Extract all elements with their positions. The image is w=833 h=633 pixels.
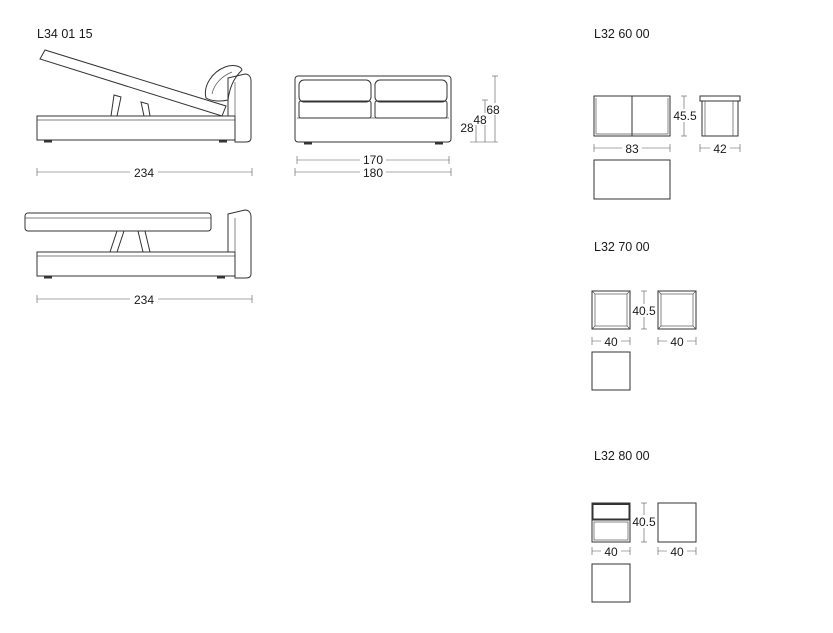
- drawer-unit-height-dimension: 40.5: [631, 502, 657, 543]
- cube-width-dimension: 40: [591, 335, 631, 349]
- pillow: [204, 65, 243, 102]
- drawer-unit-width-dimension: 40: [591, 545, 631, 559]
- table-top-view: [593, 159, 671, 200]
- dim-label-cube-width: 40: [604, 335, 618, 349]
- cube-front-view: [591, 290, 631, 330]
- drawer-unit-side-view: [657, 502, 697, 543]
- lifted-mattress: [39, 49, 227, 117]
- table-side-view: [699, 95, 741, 137]
- drawer-unit-depth-dimension: 40: [657, 545, 697, 559]
- table-top: [699, 95, 741, 102]
- seat-cushion-left: [298, 100, 372, 119]
- drawer-unit-top-view: [591, 563, 631, 603]
- dimension-line-length: 234: [36, 165, 253, 180]
- cube-body: [591, 290, 631, 330]
- sofa-bed-side-view-open: [36, 49, 252, 143]
- sofa-foot: [304, 142, 312, 145]
- bed-foot: [219, 140, 227, 143]
- dim-label-length: 234: [134, 166, 154, 180]
- table-front-view: [593, 95, 671, 137]
- dim-label-table-width: 83: [625, 142, 639, 156]
- table-depth-dimension: 42: [699, 142, 741, 156]
- bed-base: [36, 251, 236, 277]
- cube-height-dimension: 40.5: [631, 290, 657, 330]
- dim-label-drawer-height: 40.5: [632, 515, 656, 529]
- lift-strut: [110, 94, 122, 117]
- dim-label-length-2: 234: [134, 293, 154, 307]
- cube-side-view: [657, 290, 697, 330]
- dim-label-table-height: 45.5: [673, 109, 697, 123]
- drawer-unit-side-body: [657, 502, 697, 543]
- bed-base: [36, 115, 236, 141]
- product-code-drawer-unit: L32 80 00: [594, 449, 650, 463]
- seat-cushion-right: [374, 100, 448, 119]
- drawer-unit-body: [591, 502, 631, 543]
- dim-label-mid-height: 48: [473, 113, 487, 127]
- dim-label-back-height: 68: [486, 103, 500, 117]
- back-cushion-left: [298, 79, 372, 103]
- bed-foot: [217, 276, 225, 279]
- sofa-bed-front-view: [294, 75, 452, 145]
- lift-strut: [137, 230, 151, 253]
- cube-side-body: [657, 290, 697, 330]
- dim-label-table-depth: 42: [713, 142, 727, 156]
- lift-strut: [109, 230, 125, 253]
- drawer-unit-front-view: [591, 502, 631, 543]
- table-width-dimension: 83: [593, 142, 671, 156]
- table-side-body: [701, 100, 739, 137]
- dimension-lines-widths: 170 180: [294, 153, 452, 180]
- lift-strut: [140, 101, 151, 117]
- product-code-sofa-bed: L34 01 15: [37, 27, 93, 41]
- raised-mattress: [24, 212, 212, 232]
- table-height-dimension: 45.5: [671, 95, 697, 137]
- bed-foot: [44, 140, 52, 143]
- dim-label-outer-width: 180: [363, 166, 383, 180]
- dim-label-drawer-depth: 40: [670, 545, 684, 559]
- sofa-frame: [294, 75, 452, 143]
- sofa-foot: [435, 142, 443, 145]
- back-cushion-right: [374, 79, 448, 103]
- backrest: [227, 209, 252, 279]
- dimension-line-length-2: 234: [36, 292, 253, 307]
- bed-foot: [44, 276, 52, 279]
- product-code-cube: L32 70 00: [594, 240, 650, 254]
- cube-top-view: [591, 351, 631, 391]
- dim-label-cube-depth: 40: [670, 335, 684, 349]
- backrest: [227, 73, 252, 143]
- sofa-bed-side-view-raised: [24, 209, 252, 279]
- product-code-table: L32 60 00: [594, 27, 650, 41]
- cube-depth-dimension: 40: [657, 335, 697, 349]
- dim-label-cube-height: 40.5: [632, 304, 656, 318]
- dim-label-seat-height: 28: [460, 121, 474, 135]
- dim-label-inner-width: 170: [363, 153, 383, 167]
- dim-label-drawer-width: 40: [604, 545, 618, 559]
- dimension-lines-heights: 28 48 68: [460, 75, 501, 143]
